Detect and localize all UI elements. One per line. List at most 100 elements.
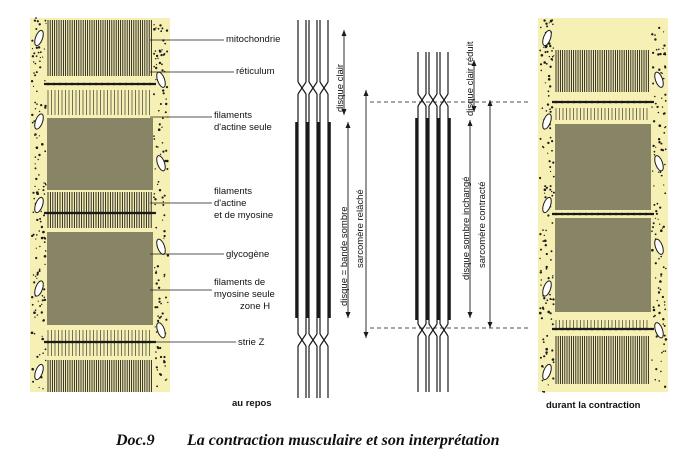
glycogen-granule [43,254,47,258]
glycogen-granule [164,111,167,114]
glycogen-granule [540,284,542,286]
glycogen-granule [31,296,34,299]
glycogen-granule [164,379,167,381]
glycogen-granule [153,138,156,140]
label-actine-myosine-3: et de myosine [214,210,274,221]
z-line-dot [88,340,92,344]
glycogen-granule [39,220,42,223]
glycogen-granule [658,380,660,382]
glycogen-granule [653,315,655,318]
glycogen-granule [159,24,162,27]
glycogen-granule [42,352,44,355]
glycogen-granule [660,360,662,362]
glycogen-granule [156,385,159,388]
glycogen-granule [36,192,39,195]
glycogen-granule [658,311,661,315]
glycogen-granule [539,307,542,310]
glycogen-granule [651,170,654,172]
glycogen-granule [552,191,555,194]
glycogen-granule [163,194,166,197]
z-line-dot [560,100,564,104]
z-line-dot [644,212,648,216]
z-line-dot [602,327,606,331]
glycogen-granule [38,135,41,137]
muscle-fiber-contracted [538,18,668,393]
z-line-dot [554,100,558,104]
glycogen-granule [45,359,47,362]
arrow-head [341,109,347,115]
glycogen-granule [39,56,42,59]
glycogen-granule [164,365,166,367]
glycogen-granule [42,230,45,234]
glycogen-granule [551,50,553,52]
glycogen-granule [39,66,42,69]
glycogen-granule [552,161,555,164]
glycogen-granule [44,237,47,240]
glycogen-granule [662,47,664,50]
glycogen-granule [35,247,37,249]
glycogen-granule [549,65,552,69]
glycogen-granule [546,299,549,302]
glycogen-granule [540,317,544,320]
glycogen-granule [36,234,38,236]
glycogen-granule [550,58,553,61]
glycogen-granule [163,355,166,359]
glycogen-granule [540,269,542,272]
glycogen-granule [157,279,160,282]
glycogen-granule [34,156,37,158]
glycogen-granule [661,295,665,299]
glycogen-granule [155,58,157,60]
glycogen-granule [540,26,542,29]
glycogen-granule [664,350,667,352]
arrow-head [471,106,477,112]
glycogen-granule [33,19,37,22]
glycogen-granule [165,102,168,105]
arrow-head [467,312,473,318]
z-line-dot [52,340,56,344]
glycogen-granule [44,150,47,153]
z-line-dot [572,212,576,216]
z-junction [428,328,438,337]
z-line-dot [94,82,98,86]
z-line-dot [554,327,558,331]
glycogen-granule [155,27,157,29]
glycogen-granule [664,163,666,166]
glycogen-granule [547,384,549,386]
z-junction [417,98,427,107]
glycogen-granule [163,214,166,217]
glycogen-granule [155,351,157,353]
z-line-dot [124,82,128,86]
glycogen-granule [663,324,666,327]
glycogen-granule [552,23,554,26]
glycogen-granule [661,97,663,99]
glycogen-granule [664,126,666,129]
z-line-dot [46,340,50,344]
z-line-dot [124,340,128,344]
z-line-dot [148,82,152,86]
glycogen-granule [165,29,169,32]
glycogen-granule [35,71,38,74]
z-line-dot [136,211,140,215]
z-line-dot [608,212,612,216]
glycogen-granule [36,103,38,105]
glycogen-granule [33,120,36,122]
glycogen-granule [164,42,167,45]
glycogen-granule [157,319,160,322]
glycogen-granule [158,316,161,319]
glycogen-granule [658,48,660,51]
glycogen-granule [540,69,543,72]
glycogen-granule [34,74,37,77]
glycogen-granule [166,159,169,163]
z-line-dot [584,212,588,216]
glycogen-granule [545,353,548,355]
glycogen-granule [34,62,37,65]
glycogen-granule [545,62,548,65]
glycogen-granule [654,38,657,41]
caption-title: La contraction musculaire et son interpr… [187,432,500,449]
glycogen-granule [661,72,663,74]
glycogen-granule [545,229,547,232]
glycogen-granule [154,267,156,269]
label-au-repos: au repos [232,398,272,409]
z-line-dot [76,211,80,215]
glycogen-granule [661,227,664,229]
